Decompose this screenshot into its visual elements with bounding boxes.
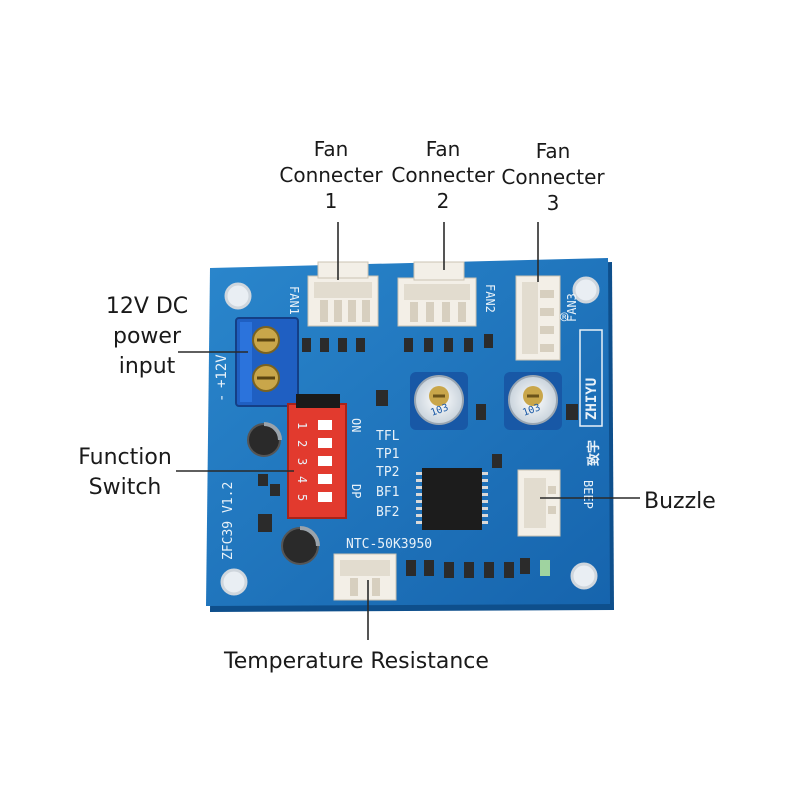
label-function-line1: Function: [78, 445, 172, 470]
silk-fn-tp2: TP2: [376, 465, 399, 480]
mounting-holes: [220, 276, 600, 596]
callout-lines: [176, 222, 640, 640]
silk-fan3: FAN3: [565, 293, 579, 322]
silk-dip-on: ON: [349, 418, 363, 432]
fan-connector-2: [397, 261, 477, 327]
label-fan-connecter-2: Fan Connecter 2: [388, 136, 498, 214]
silk-brand: ZHIYU: [584, 378, 600, 420]
label-fan3-line2: Connecter: [501, 165, 605, 189]
label-fan1-line3: 1: [324, 189, 338, 213]
temperature-connector: [333, 553, 397, 601]
label-fan2-line2: Connecter: [391, 163, 495, 187]
label-fan3-line1: Fan: [535, 139, 571, 163]
silk-brand-cn: 致宇: [586, 440, 602, 466]
silk-power-pos: +12V: [214, 354, 230, 388]
label-fan3-line3: 3: [546, 191, 560, 215]
silk-beep: BEEP: [581, 480, 595, 509]
silk-brand-box: ZHIYU: [579, 329, 603, 427]
silk-dip-number-2: 2: [295, 440, 309, 447]
label-power-line1: 12V DC: [105, 294, 189, 319]
smd-components: [258, 334, 578, 578]
silk-ntc: NTC-50K3950: [346, 537, 432, 552]
power-terminal-block: [235, 317, 299, 407]
silk-registered: ®: [560, 310, 569, 326]
silk-fan2: FAN2: [483, 284, 497, 313]
label-power-line2: power: [113, 324, 181, 349]
label-fan-connecter-3: Fan Connecter 3: [498, 138, 608, 216]
silk-dip-dp: DP: [349, 484, 363, 498]
silk-dip-number-3: 3: [295, 458, 309, 465]
label-fan2-line3: 2: [436, 189, 450, 213]
dip-switch: [287, 394, 347, 519]
potentiometer-1: [410, 372, 468, 430]
ic-chip: [416, 468, 488, 530]
label-fan1-line1: Fan: [313, 137, 349, 161]
label-power-line3: input: [118, 354, 176, 379]
silk-dip-number-1: 1: [295, 422, 309, 429]
capacitor-2: [281, 526, 320, 565]
silk-model: ZFC39 V1.2: [221, 482, 236, 560]
silk-fn-tp1: TP1: [376, 447, 399, 462]
capacitor-1: [247, 422, 282, 457]
label-function-line2: Switch: [88, 475, 162, 500]
fan-connector-3: [515, 275, 561, 361]
silk-dip-number-4: 4: [295, 476, 309, 483]
silk-power-neg: -: [214, 394, 230, 402]
silk-dip-number-5: 5: [295, 494, 309, 501]
label-temperature-resistance: Temperature Resistance: [224, 649, 489, 674]
label-fan1-line2: Connecter: [279, 163, 383, 187]
label-power-input: 12V DC power input: [92, 292, 202, 382]
label-fan-connecter-1: Fan Connecter 1: [276, 136, 386, 214]
silk-fan1: FAN1: [287, 286, 301, 315]
fan-connector-1: [307, 261, 379, 327]
silk-fn-tfl: TFL: [376, 429, 400, 444]
silk-fn-bf1: BF1: [376, 485, 399, 500]
buzzer-connector: [517, 469, 561, 537]
potentiometer-2: [504, 372, 562, 430]
label-function-switch: Function Switch: [70, 443, 180, 503]
silk-fn-bf2: BF2: [376, 505, 399, 520]
label-buzzle: Buzzle: [644, 489, 716, 514]
label-fan2-line1: Fan: [425, 137, 461, 161]
